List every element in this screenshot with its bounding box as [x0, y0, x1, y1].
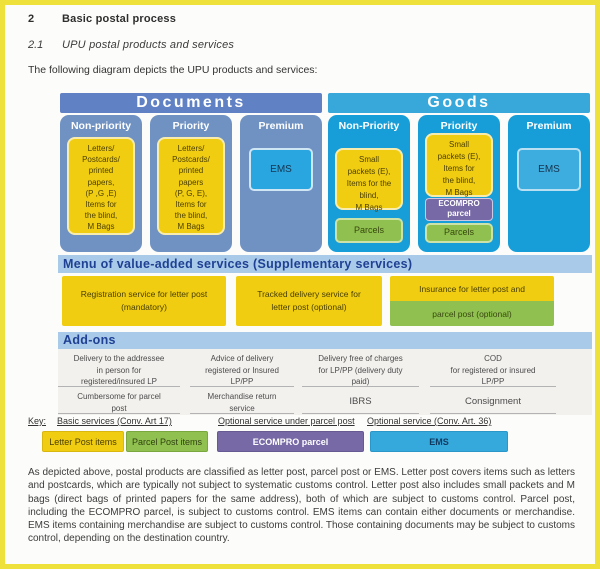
- column-goods-non-priority: Non-Priority Small packets (E), Items fo…: [328, 115, 410, 252]
- ems-box: EMS: [249, 148, 313, 191]
- key-box-ecompro: ECOMPRO parcel: [217, 431, 364, 452]
- key-box-ems: EMS: [370, 431, 508, 452]
- addon-cell: Cumbersome for parcel post: [58, 389, 180, 414]
- insurance-box-top: Insurance for letter post and: [390, 276, 554, 301]
- addon-cell: Merchandise return service: [190, 389, 294, 414]
- column-label: Priority: [172, 120, 210, 132]
- column-documents-priority: Priority Letters/ Postcards/ printed pap…: [150, 115, 232, 252]
- key-box-letter-post: Letter Post items: [42, 431, 124, 452]
- parcels-box: Parcels: [335, 218, 403, 243]
- closing-paragraph: As depicted above, postal products are c…: [28, 467, 575, 545]
- menu-services-bar: Menu of value-added services (Supplement…: [58, 255, 592, 273]
- addon-cell: IBRS: [302, 389, 419, 414]
- small-packets-box: Small packets (E), Items for the blind, …: [425, 133, 493, 197]
- column-goods-premium: Premium EMS: [508, 115, 590, 252]
- key-heading-optional-parcel: Optional service under parcel post: [218, 416, 355, 426]
- ecompro-parcel-box: ECOMPRO parcel: [425, 198, 493, 221]
- addon-cell: Advice of delivery registered or Insured…: [190, 351, 294, 387]
- addon-cell: COD for registered or insured LP/PP: [430, 351, 556, 387]
- key-label: Key:: [28, 416, 47, 426]
- column-label: Non-Priority: [338, 120, 400, 132]
- column-label: Premium: [526, 120, 572, 132]
- key-heading-basic-services: Basic services (Conv. Art 17): [57, 416, 172, 426]
- letter-post-items-box: Letters/ Postcards/ printed papers, (P ,…: [67, 137, 135, 235]
- intro-text: The following diagram depicts the UPU pr…: [28, 64, 318, 76]
- column-label: Premium: [258, 120, 304, 132]
- column-goods-priority: Priority Small packets (E), Items for th…: [418, 115, 500, 252]
- addon-cell: Consignment: [430, 389, 556, 414]
- parcels-box: Parcels: [425, 223, 493, 243]
- letter-post-items-box: Letters/ Postcards/ printed papers (P, G…: [157, 137, 225, 235]
- value-added-box-tracked: Tracked delivery service for letter post…: [236, 276, 382, 326]
- addons-background: [58, 349, 592, 415]
- section-title: Basic postal process: [62, 13, 177, 25]
- column-label: Non-priority: [70, 120, 132, 132]
- addon-cell: Delivery free of charges for LP/PP (deli…: [302, 351, 419, 387]
- subsection-title: UPU postal products and services: [62, 39, 235, 51]
- ems-box: EMS: [517, 148, 581, 191]
- addon-cell: Delivery to the addressee in person for …: [58, 351, 180, 387]
- column-label: Priority: [440, 120, 478, 132]
- column-documents-non-priority: Non-priority Letters/ Postcards/ printed…: [60, 115, 142, 252]
- value-added-box-registration: Registration service for letter post (ma…: [62, 276, 226, 326]
- column-documents-premium: Premium EMS: [240, 115, 322, 252]
- key-heading-optional-art36: Optional service (Conv. Art. 36): [367, 416, 492, 426]
- value-added-box-insurance: Insurance for letter post and parcel pos…: [390, 276, 554, 326]
- insurance-box-bottom: parcel post (optional): [390, 301, 554, 326]
- key-box-parcel-post: Parcel Post items: [126, 431, 208, 452]
- small-packets-box: Small packets (E), Items for the blind, …: [335, 148, 403, 212]
- section-number: 2: [28, 13, 35, 25]
- subsection-number: 2.1: [28, 39, 44, 51]
- goods-header: Goods: [328, 93, 590, 113]
- addons-bar: Add-ons: [58, 332, 592, 349]
- documents-header: Documents: [60, 93, 322, 113]
